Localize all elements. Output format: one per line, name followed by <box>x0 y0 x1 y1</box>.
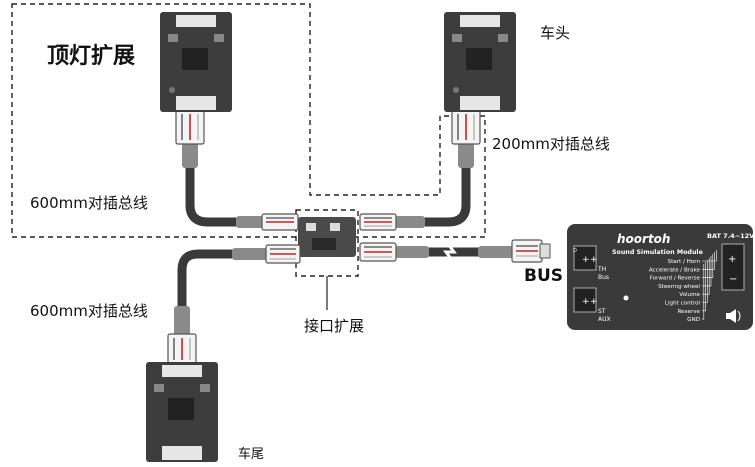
label-rear: 车尾 <box>238 447 265 462</box>
pcb-board-front <box>444 12 516 112</box>
port-st-bottom: AUX <box>598 316 611 323</box>
module-function-leader <box>702 250 717 262</box>
module-function-label: Forward / Reverse <box>650 276 701 282</box>
label-cable-600-left: 600mm对插总线 <box>30 302 148 320</box>
interface-dashed-region <box>295 209 359 277</box>
module-function-label: Start / Horn <box>668 259 701 265</box>
label-interface-extension: 接口扩展 <box>304 317 365 335</box>
port-th-top: TH <box>597 266 606 273</box>
pcb-board-roof <box>160 12 232 112</box>
svg-text:−: − <box>729 274 737 285</box>
module-function-leader <box>702 256 712 287</box>
sound-simulation-module: hoortoh BAT 7.4~12V Sound Simulation Mod… <box>567 224 754 330</box>
pcb-board-rear <box>146 362 218 462</box>
cable-front <box>395 160 471 227</box>
module-function-label: Light control <box>665 301 701 307</box>
label-cable-600-top: 600mm对插总线 <box>30 194 148 212</box>
port-d-label: D <box>573 248 577 254</box>
port-st-top: ST <box>598 308 606 315</box>
svg-text:+: + <box>582 297 590 307</box>
module-name: Sound Simulation Module <box>612 249 703 256</box>
module-function-leader <box>702 264 705 320</box>
cable-roof <box>185 160 270 227</box>
svg-text:+: + <box>728 254 736 265</box>
module-function-label: Reserve <box>678 309 701 315</box>
interface-extension-board <box>298 217 356 257</box>
svg-text:+: + <box>590 297 598 307</box>
cable-rear <box>177 249 275 335</box>
port-th-bottom: Bus <box>598 274 609 281</box>
module-brand: hoortoh <box>617 232 670 246</box>
svg-text:+: + <box>590 255 598 265</box>
module-function-label: Accelerate / Brake <box>649 267 701 273</box>
cable-sleeves <box>174 142 514 336</box>
label-cable-200: 200mm对插总线 <box>492 135 610 153</box>
module-function-leader <box>702 258 710 295</box>
module-function-leader <box>702 252 715 270</box>
connector-pairs <box>167 109 551 365</box>
cable-break-mark <box>443 243 457 261</box>
speaker-icon <box>726 309 741 323</box>
module-function-label: Volume <box>679 292 700 298</box>
module-function-label: GND <box>687 317 700 323</box>
label-bus: BUS <box>524 266 564 286</box>
svg-text:+: + <box>582 255 590 265</box>
module-battery: BAT 7.4~12V <box>707 232 754 240</box>
module-function-label: Steering wheel <box>658 284 700 290</box>
label-front: 车头 <box>540 24 571 42</box>
module-function-leader <box>702 262 706 312</box>
label-roof-light-extension: 顶灯扩展 <box>47 44 136 69</box>
